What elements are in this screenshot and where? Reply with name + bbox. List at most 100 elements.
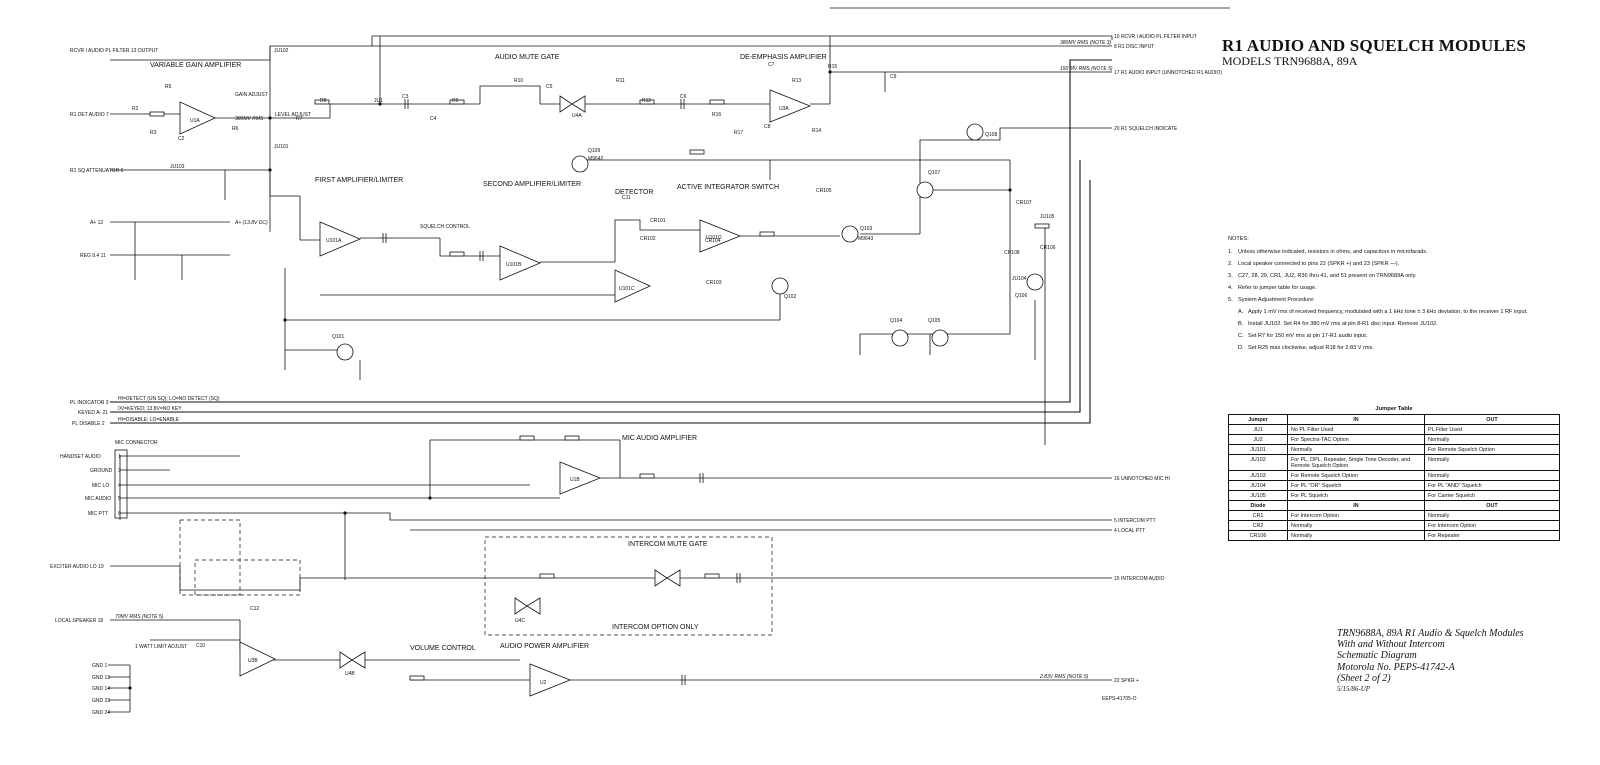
- part-label: C6: [680, 94, 687, 100]
- op-amp-u2: [529, 663, 572, 697]
- op-amp-u1b: [559, 461, 602, 495]
- intercom-option-box: [484, 536, 773, 636]
- step-text: Install JU102. Set R4 for 380 mV rms at …: [1248, 321, 1438, 327]
- input-r1-sq: R1 SQ ATTENUATOR 6: [70, 168, 124, 174]
- part-label: C10: [196, 643, 205, 649]
- label-gain-adj: GAIN ADJUST: [235, 92, 268, 98]
- table-cell: Normally: [1424, 454, 1560, 471]
- step-text: Set R25 max clockwise, adjust R18 for 2.…: [1248, 345, 1374, 351]
- table-cell: CR1: [1228, 510, 1288, 521]
- table-cell: PL Filter Used: [1424, 424, 1560, 435]
- part-label: C5: [546, 84, 553, 90]
- table-cell: Normally: [1287, 530, 1425, 541]
- input-labels: RCVR I AUDIO PL FILTER 13 OUTPUT R1 DET …: [50, 48, 158, 624]
- table-cell: No PL Filter Used: [1287, 424, 1425, 435]
- block-labels: VARIABLE GAIN AMPLIFIER AUDIO MUTE GATE …: [115, 54, 827, 652]
- part-label: C11: [622, 195, 631, 201]
- part-label: CR107: [1016, 200, 1032, 206]
- gnd-pins: GND 1 GND 13 GND 14 GND 23 GND 24: [92, 663, 110, 716]
- input-pl-ind: PL INDICATOR 3: [70, 400, 109, 406]
- table-header: Diode: [1228, 500, 1288, 511]
- gnd-pin-label: GND 13: [92, 675, 110, 681]
- table-cell: JU103: [1228, 470, 1288, 481]
- gnd-pin-label: GND 1: [92, 663, 108, 669]
- note-number: 3.: [1228, 273, 1233, 279]
- mic-pins: HANDSET AUDIO GROUND MIC LO MIC AUDIO MI…: [60, 454, 121, 517]
- adjust-step: A.Apply 1 mV rms of received frequency, …: [1238, 309, 1558, 316]
- label-squelch-ctrl: SQUELCH CONTROL: [420, 224, 470, 230]
- label-deemph: DE-EMPHASIS AMPLIFIER: [740, 54, 827, 61]
- note-text: Unless otherwise indicated, resistors in…: [1238, 249, 1428, 255]
- part-label: U3A: [779, 106, 789, 112]
- op-amp-u101d: [699, 219, 742, 253]
- label-limit-adj: 1 WATT LIMIT ADJUST: [135, 644, 187, 650]
- signal-labels: 380MV RMS (NOTE 3) 150 MV RMS (NOTE 5) 3…: [115, 40, 1113, 680]
- caption-line: TRN9688A, 89A R1 Audio & Squelch Modules: [1337, 628, 1524, 639]
- part-label: C9: [890, 74, 897, 80]
- note-number: 2.: [1228, 261, 1233, 267]
- table-cell: For Remote Squelch Option: [1424, 444, 1560, 455]
- part-label: U4A: [572, 113, 582, 119]
- adjust-steps: A.Apply 1 mV rms of received frequency, …: [1238, 309, 1558, 352]
- part-label: CR105: [816, 188, 832, 194]
- part-label: R12: [642, 98, 651, 104]
- table-cell: For PL "AND" Squelch: [1424, 480, 1560, 491]
- table-cell: Normally: [1287, 520, 1425, 531]
- part-label: JU1: [374, 98, 383, 104]
- output-audio-in: 17 R1 AUDIO INPUT (UNNOTCHED R1 AUDIO): [1114, 70, 1222, 76]
- output-sq-ind: 20 R1 SQUELCH INDICATE: [1114, 126, 1178, 132]
- part-label: U101B: [506, 262, 522, 268]
- note-number: 4.: [1228, 285, 1233, 291]
- output-spkr: 22 SPKR +: [1114, 678, 1139, 684]
- table-cell: For Repeater: [1424, 530, 1560, 541]
- mic-pin-label: HANDSET AUDIO: [60, 454, 101, 460]
- label-vol: VOLUME CONTROL: [410, 645, 476, 652]
- signal-6: HI=DETECT (UN SQ); LO=NO DETECT (SQ): [118, 396, 220, 402]
- op-amp-u3a: [769, 89, 812, 123]
- label-intercom-only: INTERCOM OPTION ONLY: [612, 624, 699, 631]
- mic-pin-num: 1: [118, 454, 121, 460]
- table-cell: For Intercom Option: [1424, 520, 1560, 531]
- part-label: R5: [165, 84, 172, 90]
- table-cell: For PL "OR" Squelch: [1287, 480, 1425, 491]
- step-key: C.: [1238, 333, 1244, 339]
- sheet-number: EEPS-41705-O: [1102, 696, 1137, 702]
- step-key: A.: [1238, 309, 1244, 315]
- input-rcvr-pl: RCVR I AUDIO PL FILTER 13 OUTPUT: [70, 48, 158, 54]
- note-text: Local speaker connected to pins 22 (SPKR…: [1238, 261, 1400, 267]
- note-text: C27, 28, 29, CR1, JU2, R36 thru 41, and …: [1238, 273, 1417, 279]
- part-label: Q105: [928, 318, 940, 324]
- page-subtitle: MODELS TRN9688A, 89A: [1222, 54, 1358, 68]
- part-label: Q109: [588, 148, 600, 154]
- part-label: R15: [828, 64, 837, 70]
- table-cell: For PL Squelch: [1287, 490, 1425, 501]
- input-exciter: EXCITER AUDIO LO 19: [50, 564, 104, 570]
- part-label: M9642: [588, 156, 604, 162]
- table-cell: JU2: [1228, 434, 1288, 445]
- part-label: R9: [452, 98, 459, 104]
- label-vga: VARIABLE GAIN AMPLIFIER: [150, 62, 241, 69]
- mic-pin-num: 6: [118, 511, 121, 517]
- diagram-caption: TRN9688A, 89A R1 Audio & Squelch Modules…: [1337, 628, 1524, 695]
- mute-gates: [339, 95, 681, 669]
- output-labels: 10 RCVR I AUDIO PL FILTER INPUT 8 R1 DIS…: [1114, 34, 1222, 684]
- note-item: 5.System Adjustment Procedure:: [1228, 297, 1558, 304]
- transistors: [336, 123, 1044, 361]
- output-ic-audio: 15 INTERCOM AUDIO: [1114, 576, 1165, 582]
- part-label: JU104: [1012, 276, 1027, 282]
- part-label: C8: [764, 124, 771, 130]
- note-item: 1.Unless otherwise indicated, resistors …: [1228, 249, 1558, 256]
- label-detector: DETECTOR: [615, 189, 653, 196]
- step-key: D.: [1238, 345, 1244, 351]
- label-second-amp: SECOND AMPLIFIER/LIMITER: [483, 181, 581, 188]
- adjust-step: B.Install JU102. Set R4 for 380 mV rms a…: [1238, 321, 1558, 328]
- input-reg: REG 9.4 11: [80, 253, 106, 259]
- part-label: U101C: [619, 286, 635, 292]
- caption-line: With and Without Intercom: [1337, 639, 1445, 651]
- part-label: U2: [540, 680, 547, 686]
- table-cell: JU1: [1228, 424, 1288, 435]
